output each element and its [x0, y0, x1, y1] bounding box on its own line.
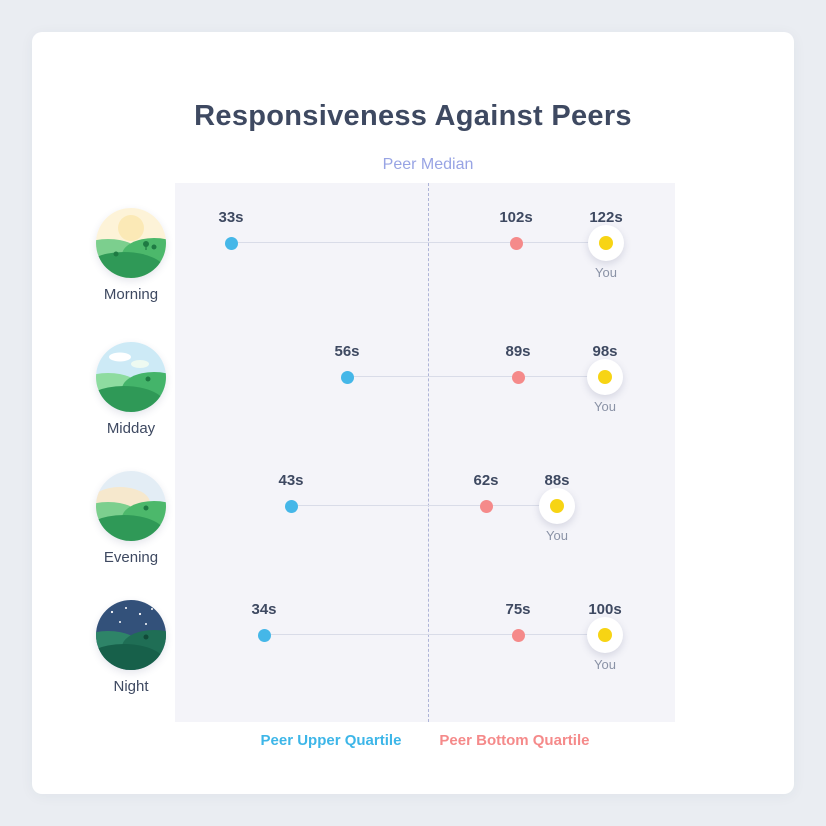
you-value: 88s [544, 472, 570, 489]
upper-quartile-dot [224, 236, 238, 250]
you-label: You [594, 399, 616, 414]
upper-quartile-value: 34s [251, 601, 277, 618]
you-value: 100s [588, 601, 622, 618]
upper-quartile-dot [257, 628, 271, 642]
category-label: Midday [106, 420, 156, 437]
upper-quartile-value: 33s [218, 209, 244, 226]
legend-upper-quartile: Peer Upper Quartile [260, 732, 402, 749]
row-connector-line [264, 634, 605, 635]
upper-quartile-dot [284, 499, 298, 513]
you-dot [599, 236, 613, 250]
row-connector-line [347, 376, 605, 377]
category-midday: Midday [93, 342, 169, 437]
plot-area: 33s 102s 122s You 56s 89s [175, 183, 675, 722]
bottom-quartile-value: 102s [499, 209, 533, 226]
legend-bottom-quartile: Peer Bottom Quartile [439, 732, 590, 749]
category-morning: Morning [93, 208, 169, 303]
page-title: Responsiveness Against Peers [194, 100, 632, 132]
category-label: Night [113, 678, 149, 695]
category-label: Evening [103, 549, 159, 566]
you-badge-circle [588, 225, 624, 261]
bottom-quartile-dot [511, 370, 525, 384]
upper-quartile-value: 56s [334, 343, 360, 360]
upper-quartile-value: 43s [278, 472, 304, 489]
you-dot [598, 370, 612, 384]
you-badge-circle [587, 359, 623, 395]
midday-landscape-icon [96, 342, 166, 412]
morning-landscape-icon [96, 208, 166, 278]
row-connector-line [291, 505, 557, 506]
bottom-quartile-value: 75s [505, 601, 531, 618]
category-label: Morning [103, 286, 159, 303]
you-label: You [594, 657, 616, 672]
bottom-quartile-dot [479, 499, 493, 513]
chart-legend: Peer Upper Quartile Peer Bottom Quartile [175, 732, 675, 749]
evening-landscape-icon [96, 471, 166, 541]
you-badge-circle [587, 617, 623, 653]
chart-card: Responsiveness Against Peers Peer Median… [32, 32, 794, 794]
row-connector-line [231, 242, 606, 243]
bottom-quartile-value: 62s [473, 472, 499, 489]
peer-median-dashed-line [428, 183, 429, 722]
you-badge-circle [539, 488, 575, 524]
you-value: 122s [589, 209, 623, 226]
bottom-quartile-dot [511, 628, 525, 642]
you-label: You [595, 265, 617, 280]
you-value: 98s [592, 343, 618, 360]
you-dot [598, 628, 612, 642]
bottom-quartile-value: 89s [505, 343, 531, 360]
bottom-quartile-dot [509, 236, 523, 250]
you-dot [550, 499, 564, 513]
you-label: You [546, 528, 568, 543]
peer-median-label: Peer Median [382, 156, 474, 173]
category-evening: Evening [93, 471, 169, 566]
category-night: Night [93, 600, 169, 695]
night-landscape-icon [96, 600, 166, 670]
upper-quartile-dot [340, 370, 354, 384]
